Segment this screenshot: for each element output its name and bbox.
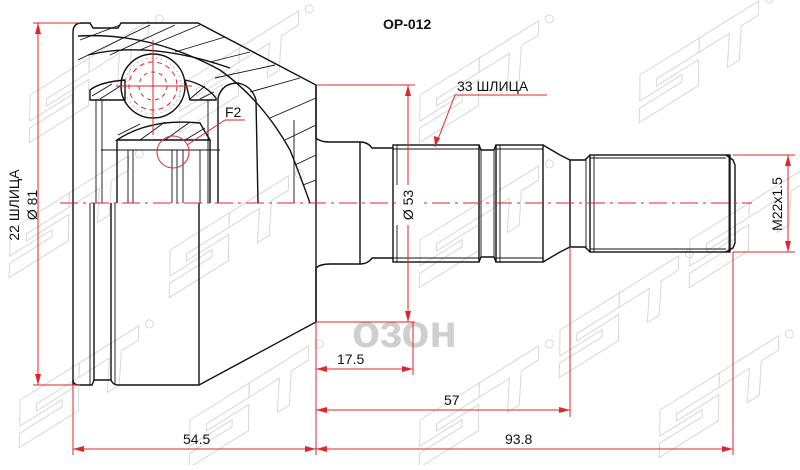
sat-watermark-icon: [688, 164, 800, 289]
detail-f2-circle: [156, 135, 190, 169]
detail-f2-label: F2: [225, 104, 242, 120]
sat-watermark-icon: [18, 319, 154, 449]
housing-length-label: 54.5: [183, 431, 210, 447]
dimension-17-5: 17.5: [315, 322, 414, 455]
thread-label: M22x1.5: [769, 177, 785, 231]
sat-watermark-icon: [168, 169, 304, 299]
sat-watermark-icon: [638, 0, 774, 124]
dimension-93-8: 93.8: [316, 252, 734, 455]
sat-watermark-icon: [418, 339, 554, 469]
section-hatching: [77, 24, 317, 186]
sat-watermark-icon: [178, 4, 314, 134]
dimension-thread: M22x1.5: [733, 154, 795, 253]
sat-watermark-icon: [658, 329, 794, 459]
outer-diameter-label: Ø 81: [24, 190, 40, 221]
dimension-57: 57: [316, 247, 571, 417]
total-shaft-length-label: 93.8: [505, 431, 532, 447]
spline-length-label: 57: [444, 392, 460, 408]
inner-splines-label: 22 ШЛИЦА: [6, 169, 22, 241]
dimension-shaft-diameter: Ø 53: [316, 84, 420, 323]
shoulder-length-label: 17.5: [337, 351, 364, 367]
dimension-outer-splines: 33 ШЛИЦА: [434, 78, 547, 148]
dimension-outer-diameter: Ø 81 22 ШЛИЦА: [6, 22, 80, 386]
ozon-watermark: озон: [352, 305, 457, 357]
part-number-title: OP-012: [383, 16, 431, 32]
shaft-diameter-label: Ø 53: [400, 190, 416, 221]
sat-watermark-icon: [8, 149, 144, 279]
sat-watermark-icon: [28, 14, 164, 144]
sat-watermark-icon: [558, 249, 694, 379]
ball-bearing: [116, 40, 192, 135]
outer-splines-label: 33 ШЛИЦА: [457, 78, 529, 94]
sat-watermark-icon: [418, 159, 554, 289]
dimension-54-5: 54.5: [72, 385, 316, 455]
